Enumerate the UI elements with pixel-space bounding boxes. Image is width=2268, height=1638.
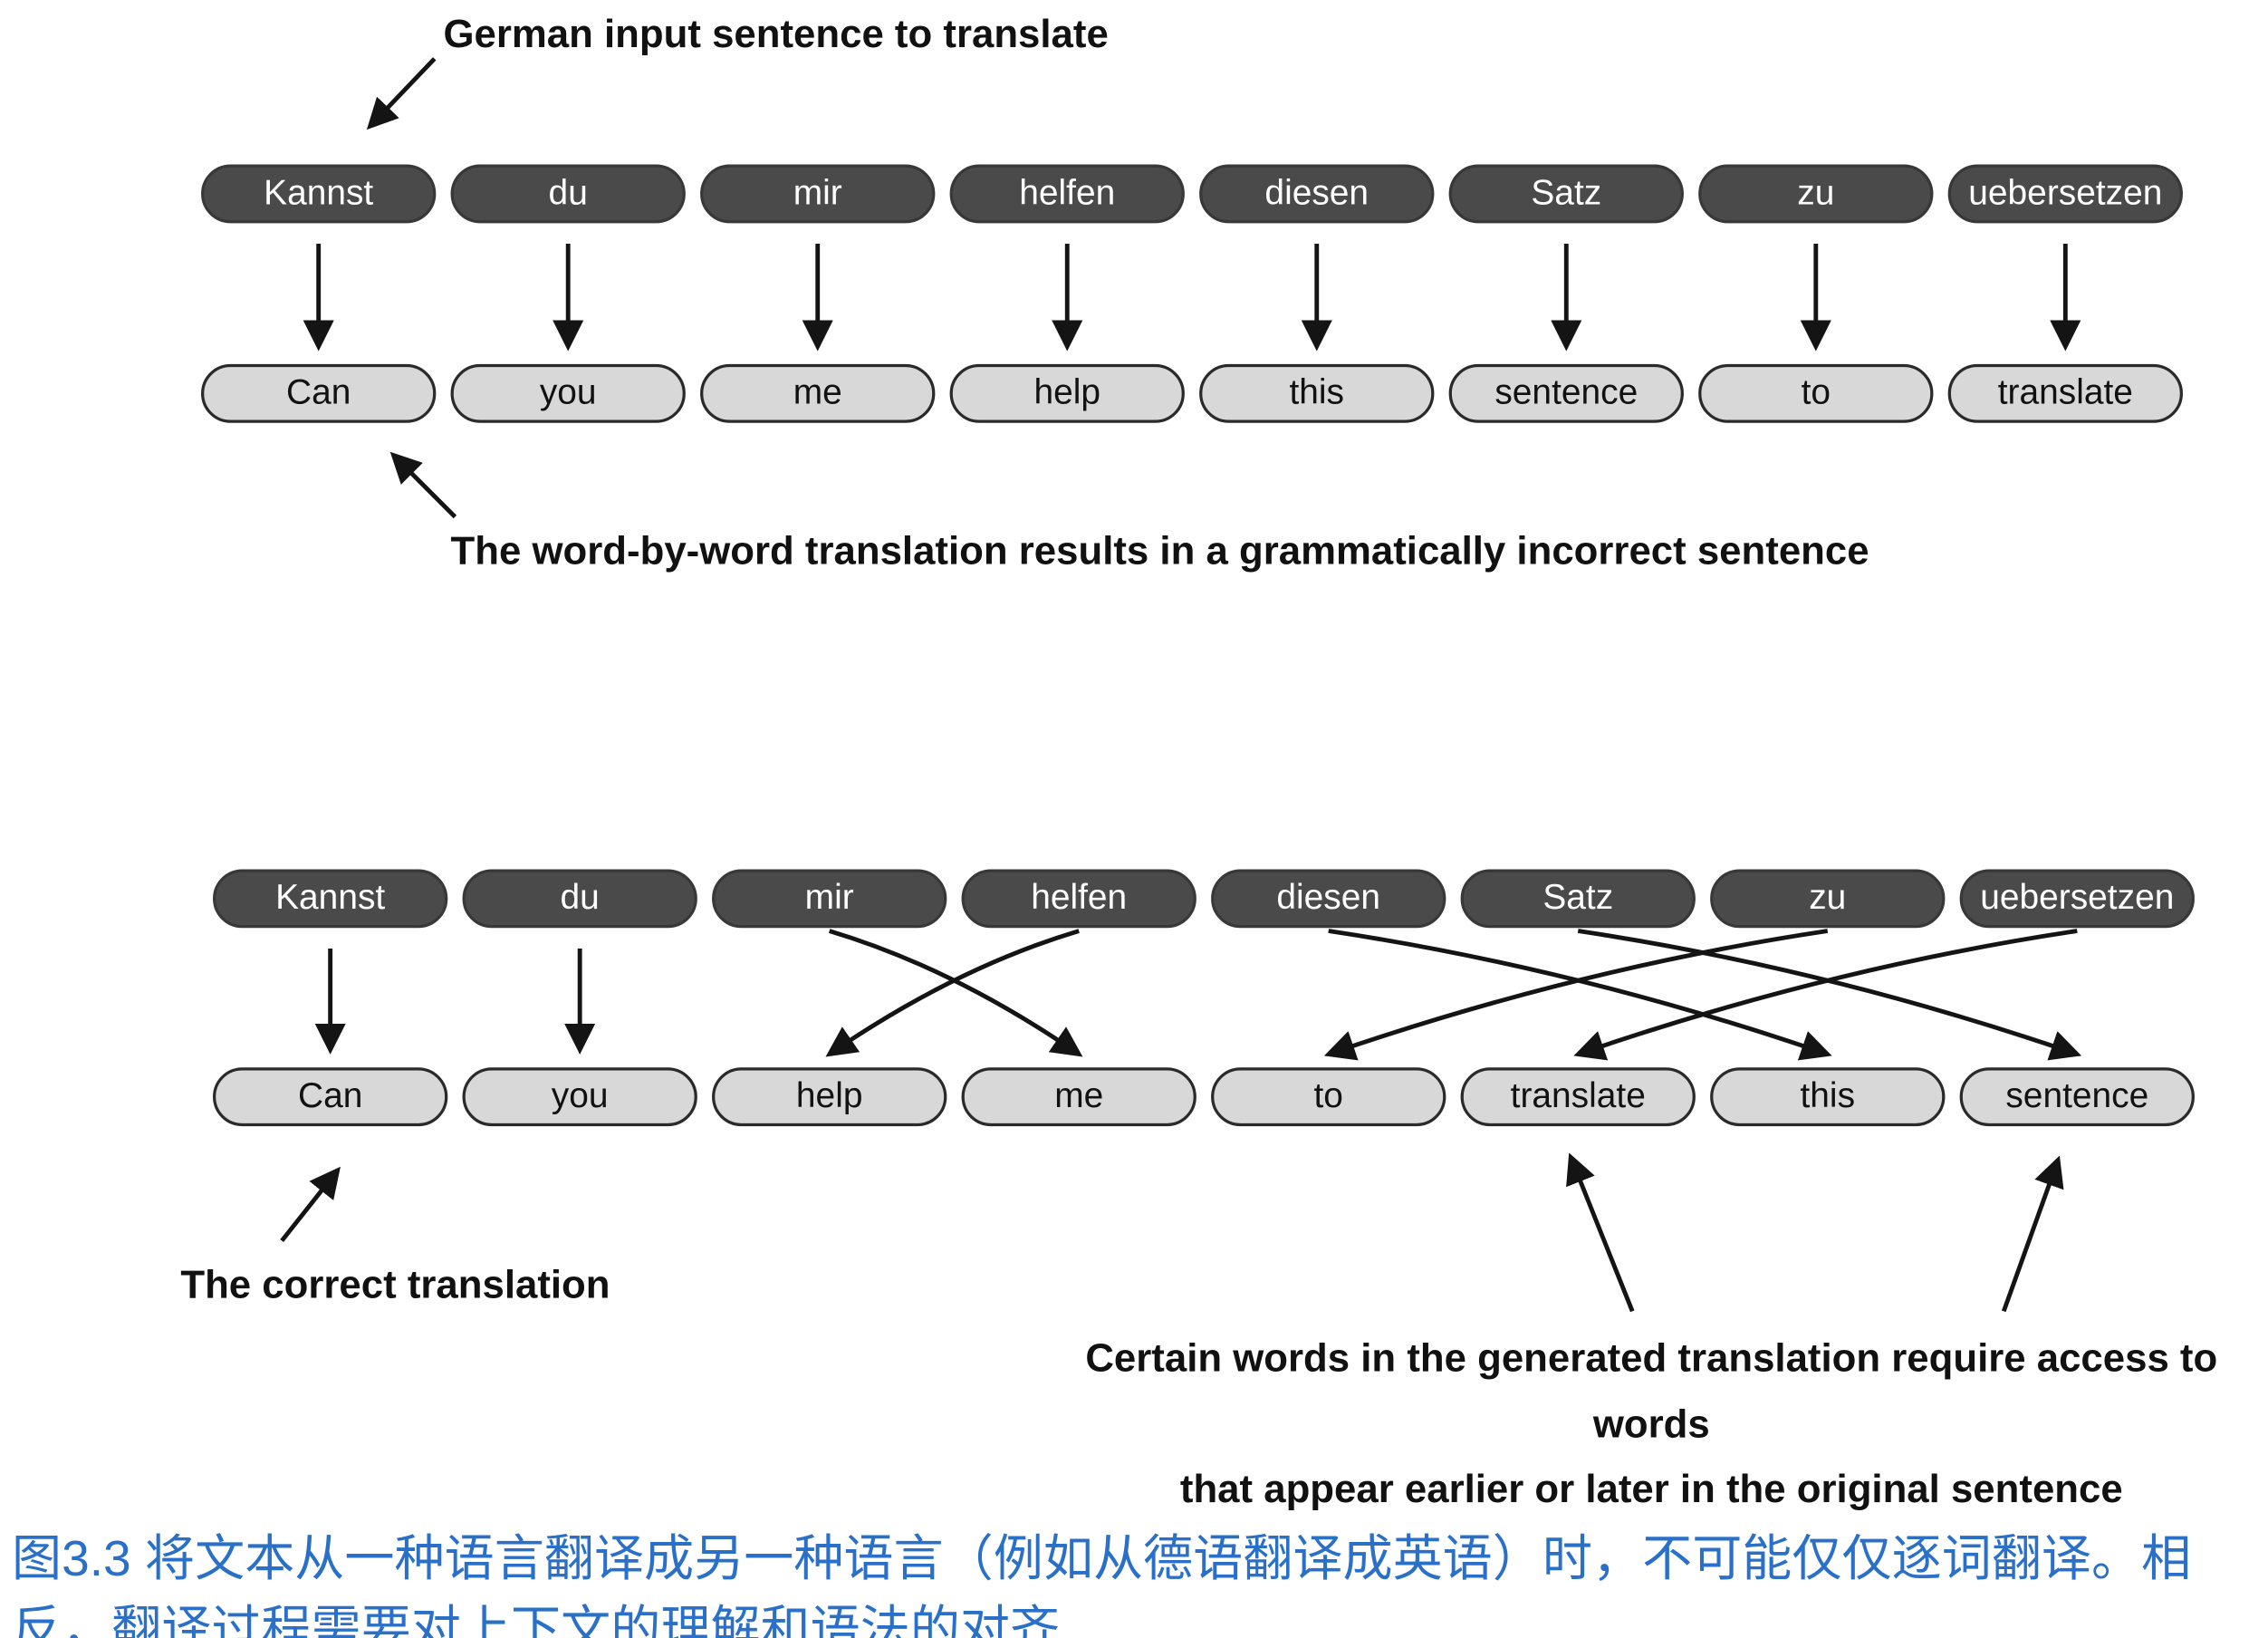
annotation-context-line2: that appear earlier or later in the orig… xyxy=(1179,1467,2123,1511)
alignment-arrow xyxy=(1328,929,1832,1061)
english-word-box: Can xyxy=(201,363,437,423)
alignment-arrow xyxy=(825,929,1080,1057)
figure-caption: 图3.3 将文本从一种语言翻译成另一种语言（例如从德语翻译成英语）时，不可能仅仅… xyxy=(11,1531,2192,1638)
german-word-box: du xyxy=(450,164,686,224)
english-word-box: this xyxy=(1199,363,1435,423)
english-word-box: sentence xyxy=(1448,363,1684,423)
german-word-box: uebersetzen xyxy=(1959,869,2195,929)
german-word-box: zu xyxy=(1698,164,1934,224)
german-word-box: mir xyxy=(712,869,947,929)
annotation-german-input: German input sentence to translate xyxy=(443,11,1109,56)
german-word-box: diesen xyxy=(1199,164,1435,224)
english-word-box: translate xyxy=(1460,1067,1696,1127)
english-word-box: sentence xyxy=(1959,1067,2195,1127)
annotation-arrow xyxy=(389,451,457,519)
german-word-box: Satz xyxy=(1460,869,1696,929)
german-word-box: diesen xyxy=(1211,869,1446,929)
german-word-box: helfen xyxy=(961,869,1196,929)
english-word-box: me xyxy=(700,363,936,423)
german-word-box: uebersetzen xyxy=(1947,164,2183,224)
german-word-box: helfen xyxy=(949,164,1185,224)
english-word-box: help xyxy=(712,1067,947,1127)
english-word-box: you xyxy=(450,363,686,423)
annotation-context-line1: Certain words in the generated translati… xyxy=(1085,1335,2218,1446)
german-word-box: zu xyxy=(1710,869,1946,929)
annotation-arrow xyxy=(1566,1152,1635,1313)
english-word-box: to xyxy=(1211,1067,1446,1127)
alignment-arrow xyxy=(1323,929,1829,1061)
english-word-box: this xyxy=(1710,1067,1946,1127)
german-word-box: du xyxy=(462,869,697,929)
annotation-correct-translation: The correct translation xyxy=(180,1262,610,1307)
english-word-box: me xyxy=(961,1067,1196,1127)
german-word-box: Satz xyxy=(1448,164,1684,224)
annotation-context: Certain words in the generated translati… xyxy=(1027,1325,2268,1522)
english-word-box: to xyxy=(1698,363,1934,423)
german-word-box: mir xyxy=(700,164,936,224)
german-word-box: Kannst xyxy=(201,164,437,224)
alignment-arrow xyxy=(1573,929,2078,1061)
annotation-word-by-word: The word-by-word translation results in … xyxy=(450,528,1869,573)
english-word-box: help xyxy=(949,363,1185,423)
alignment-arrow xyxy=(828,929,1083,1057)
english-word-box: you xyxy=(462,1067,697,1127)
german-word-box: Kannst xyxy=(213,869,448,929)
annotation-arrow xyxy=(366,57,437,130)
annotation-arrow xyxy=(2001,1155,2064,1313)
english-word-box: Can xyxy=(213,1067,448,1127)
alignment-arrow xyxy=(1577,929,2082,1061)
annotation-arrow xyxy=(280,1166,341,1243)
english-word-box: translate xyxy=(1947,363,2183,423)
